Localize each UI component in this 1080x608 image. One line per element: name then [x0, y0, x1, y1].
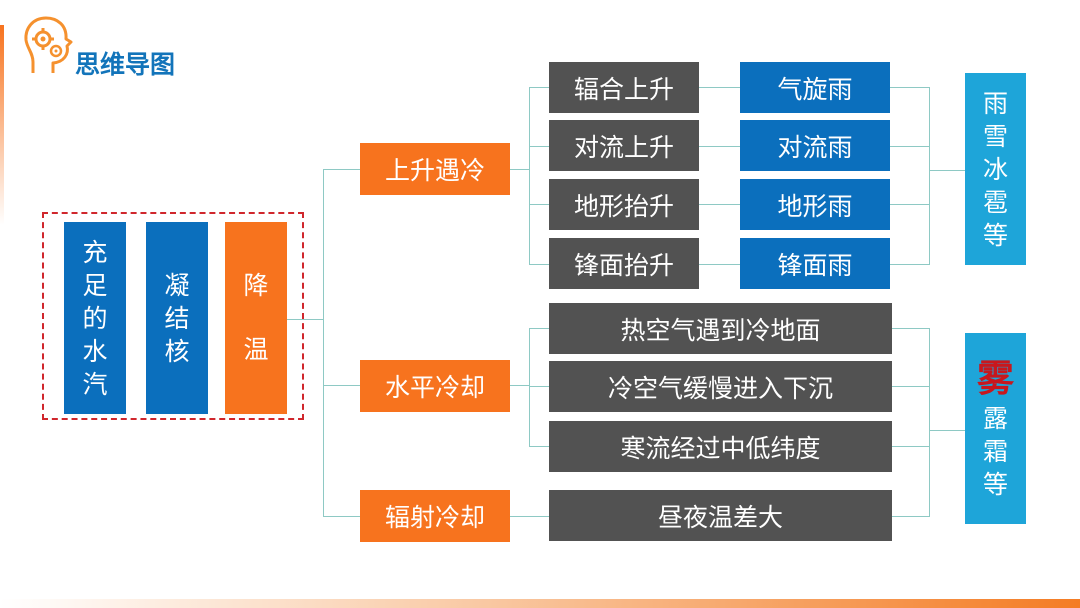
connector [529, 146, 549, 147]
connector [529, 204, 549, 205]
connector [529, 328, 530, 447]
branch-radiative-cooling: 辐射冷却 [360, 490, 510, 542]
page-title: 思维导图 [75, 50, 176, 79]
connector [529, 328, 549, 329]
connector [890, 146, 929, 147]
connector [323, 169, 360, 170]
result-frontal-rain: 锋面雨 [740, 238, 890, 289]
sub-orographic-lift: 地形抬升 [549, 179, 699, 230]
head-gears-icon [20, 13, 76, 79]
connector [323, 516, 360, 517]
sub-convergent-lift: 辐合上升 [549, 62, 699, 113]
connector [890, 87, 929, 88]
conditions-frame [42, 212, 304, 420]
condition-cooling: 降温 [225, 222, 287, 414]
connector [699, 146, 740, 147]
connector [892, 386, 929, 387]
connector [699, 204, 740, 205]
connector [287, 319, 324, 320]
connector [699, 87, 740, 88]
connector [529, 386, 549, 387]
connector [529, 87, 530, 265]
connector [510, 516, 550, 517]
connector [892, 516, 929, 517]
connector [929, 170, 965, 171]
result-cyclonic-rain: 气旋雨 [740, 62, 890, 113]
connector [323, 169, 324, 517]
result-orographic-rain: 地形雨 [740, 179, 890, 230]
connector [890, 264, 929, 265]
condition-condensation-nuclei: 凝结核 [146, 222, 208, 414]
connector [929, 87, 930, 265]
outcome-precipitation: 雨雪冰雹等 [965, 73, 1026, 265]
connector [890, 204, 929, 205]
fog-highlight: 雾 [977, 357, 1014, 400]
sub-frontal-lift: 锋面抬升 [549, 238, 699, 289]
connector [510, 385, 529, 386]
left-edge-accent [0, 25, 4, 225]
connector [699, 264, 740, 265]
connector [929, 328, 930, 517]
sub-warm-air-cold-ground: 热空气遇到冷地面 [549, 303, 892, 354]
connector [929, 430, 965, 431]
sub-large-diurnal-range: 昼夜温差大 [549, 490, 892, 541]
result-convective-rain: 对流雨 [740, 120, 890, 171]
connector [510, 169, 529, 170]
sub-cold-current-low-latitude: 寒流经过中低纬度 [549, 421, 892, 472]
connector [529, 446, 549, 447]
outcome-fog-dew-frost: 雾 露霜等 [965, 333, 1026, 524]
connector [529, 87, 549, 88]
sub-cold-air-sinking: 冷空气缓慢进入下沉 [549, 361, 892, 412]
sub-convective-lift: 对流上升 [549, 120, 699, 171]
branch-rising-cooling: 上升遇冷 [360, 143, 510, 195]
branch-horizontal-cooling: 水平冷却 [360, 360, 510, 412]
connector [892, 446, 929, 447]
condition-water-vapor: 充足的水汽 [64, 222, 126, 414]
connector [892, 328, 929, 329]
connector [529, 264, 549, 265]
connector [323, 385, 360, 386]
bottom-accent-bar [0, 599, 1080, 608]
